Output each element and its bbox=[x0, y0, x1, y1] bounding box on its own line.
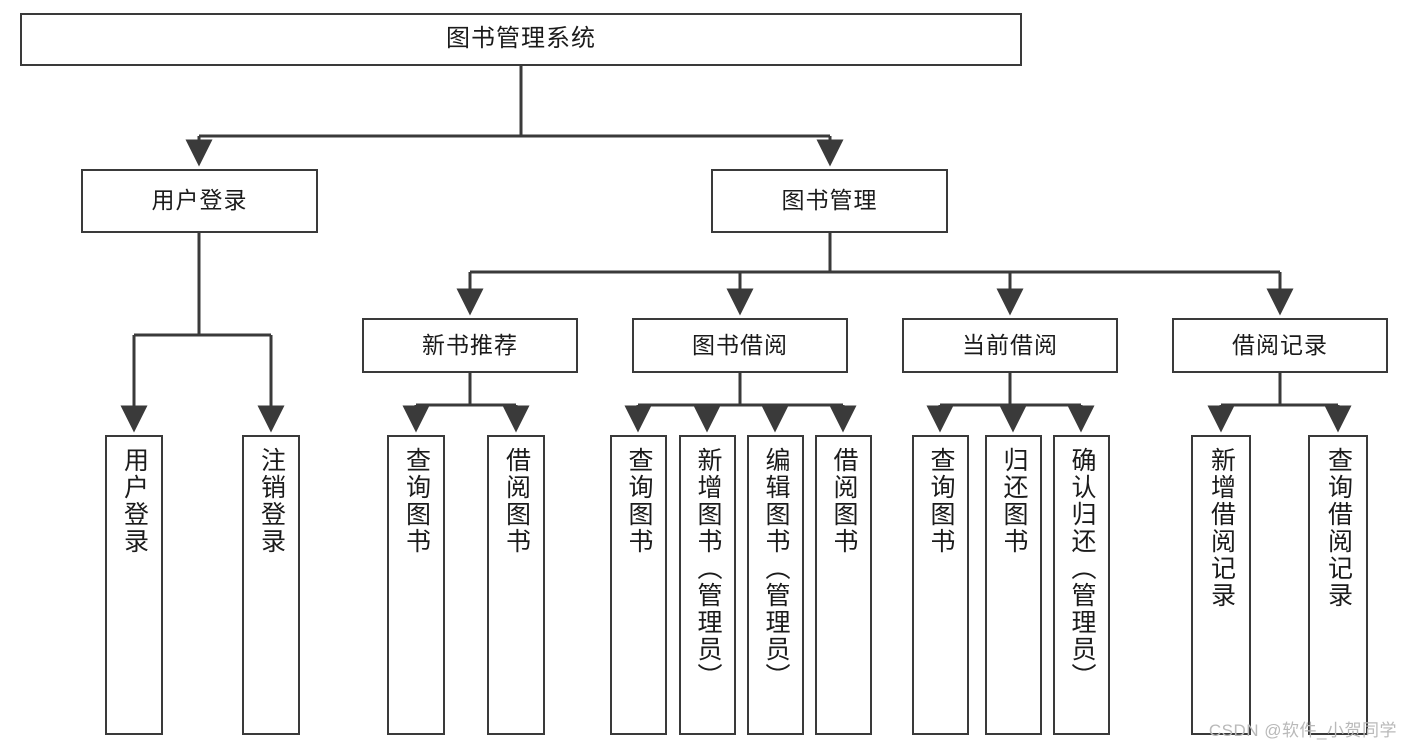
leaf-label: 新增图书（管理员） bbox=[694, 447, 722, 690]
node-root[interactable]: 图书管理系统 bbox=[20, 13, 1022, 66]
node-leaf-borrow-book-2[interactable]: 借阅图书 bbox=[815, 435, 872, 735]
node-leaf-confirm-return[interactable]: 确认归还（管理员） bbox=[1053, 435, 1110, 735]
leaf-label: 归还图书 bbox=[1000, 447, 1028, 555]
node-leaf-query-record[interactable]: 查询借阅记录 bbox=[1308, 435, 1368, 735]
leaf-label: 注销登录 bbox=[257, 447, 286, 555]
leaf-label: 查询图书 bbox=[402, 447, 431, 555]
node-leaf-edit-book-admin[interactable]: 编辑图书（管理员） bbox=[747, 435, 804, 735]
node-book-management[interactable]: 图书管理 bbox=[711, 169, 948, 233]
node-borrow-record[interactable]: 借阅记录 bbox=[1172, 318, 1388, 373]
node-leaf-query-book-2[interactable]: 查询图书 bbox=[610, 435, 667, 735]
leaf-label: 确认归还（管理员） bbox=[1068, 447, 1096, 690]
leaf-label: 编辑图书（管理员） bbox=[762, 447, 790, 690]
node-leaf-user-login[interactable]: 用户登录 bbox=[105, 435, 163, 735]
node-leaf-user-logout[interactable]: 注销登录 bbox=[242, 435, 300, 735]
leaf-label: 借阅图书 bbox=[502, 447, 531, 555]
leaf-label: 查询图书 bbox=[927, 447, 955, 555]
node-user-login[interactable]: 用户登录 bbox=[81, 169, 318, 233]
node-new-book-recommend[interactable]: 新书推荐 bbox=[362, 318, 578, 373]
node-current-borrow[interactable]: 当前借阅 bbox=[902, 318, 1118, 373]
node-leaf-query-book-1[interactable]: 查询图书 bbox=[387, 435, 445, 735]
node-leaf-add-record[interactable]: 新增借阅记录 bbox=[1191, 435, 1251, 735]
leaf-label: 用户登录 bbox=[120, 447, 149, 555]
node-leaf-add-book-admin[interactable]: 新增图书（管理员） bbox=[679, 435, 736, 735]
node-leaf-borrow-book-1[interactable]: 借阅图书 bbox=[487, 435, 545, 735]
node-leaf-return-book[interactable]: 归还图书 bbox=[985, 435, 1042, 735]
watermark: CSDN @软件_小贺同学 bbox=[1208, 721, 1397, 740]
node-leaf-query-book-3[interactable]: 查询图书 bbox=[912, 435, 969, 735]
leaf-label: 查询借阅记录 bbox=[1324, 447, 1353, 609]
leaf-label: 新增借阅记录 bbox=[1207, 447, 1236, 609]
leaf-label: 查询图书 bbox=[625, 447, 653, 555]
node-book-borrow[interactable]: 图书借阅 bbox=[632, 318, 848, 373]
leaf-label: 借阅图书 bbox=[830, 447, 858, 555]
